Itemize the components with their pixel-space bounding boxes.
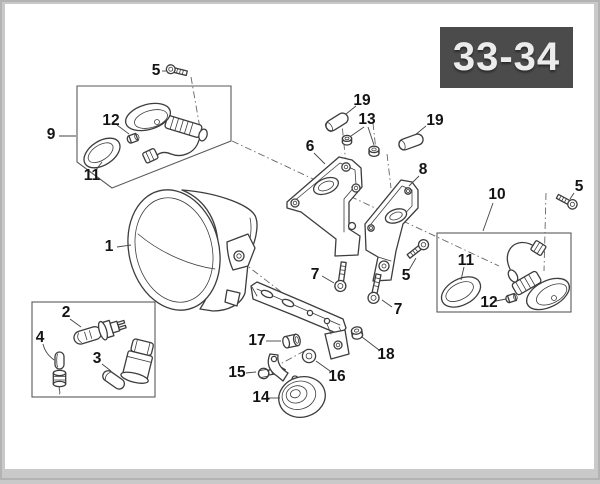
callout-16-label: 16 <box>328 368 346 385</box>
callout-2-label: 2 <box>62 304 71 321</box>
rubber-sleeve-19-left <box>324 112 349 132</box>
callout-3-label: 3 <box>93 350 102 367</box>
callout-18-label: 18 <box>377 346 395 363</box>
callout-5a-label: 5 <box>152 62 161 79</box>
callout-6-label: 6 <box>306 138 315 155</box>
callout-10-label: 10 <box>488 186 505 203</box>
bulb-holder-3 <box>102 338 154 390</box>
bulb-kit-drawing <box>52 319 154 395</box>
turn-signal-body-left <box>124 102 208 164</box>
kit-box-bulbs <box>31 301 156 398</box>
bracket-assembly-drawing <box>286 112 430 304</box>
callout-5c-label: 5 <box>575 178 584 195</box>
turn-signal-bulb-left <box>126 132 140 144</box>
screw-5-right <box>555 193 578 210</box>
callout-17-label: 17 <box>248 332 265 349</box>
callout-11a-label: 11 <box>84 167 101 184</box>
grouping-boxes <box>31 85 572 398</box>
mounting-bar-assembly-drawing <box>250 281 364 380</box>
callout-5b-label: 5 <box>402 267 411 284</box>
callout-13-label: 13 <box>358 111 376 128</box>
callout-leader-lines <box>42 70 575 399</box>
horn-drawing <box>267 353 326 418</box>
nut-13-a <box>341 134 353 146</box>
right-turn-signal-kit-drawing <box>440 193 578 311</box>
callout-15-label: 15 <box>228 364 246 381</box>
callout-9-label: 9 <box>47 126 56 143</box>
rubber-sleeve-19-right <box>398 133 424 151</box>
screw-5-top <box>165 64 188 77</box>
callout-1-label: 1 <box>105 238 114 255</box>
screw-7-right <box>367 273 382 304</box>
headlight-unit-drawing <box>127 189 258 312</box>
turn-signal-lens-left <box>83 137 121 169</box>
callout-19b-label: 19 <box>426 112 444 129</box>
callout-7a-label: 7 <box>311 266 320 283</box>
nut-13-b <box>368 145 380 158</box>
bushing-17 <box>282 333 301 349</box>
headlight-bulb-2 <box>73 319 127 345</box>
page-number-text: 33-34 <box>452 35 561 79</box>
screw-7-left <box>334 261 347 293</box>
callout-4-label: 4 <box>36 329 45 346</box>
turn-signal-lens-right <box>440 276 482 308</box>
callout-11b-label: 11 <box>458 252 475 269</box>
callout-8-label: 8 <box>419 161 428 178</box>
bracket-8 <box>364 179 419 282</box>
page-number-badge: 33-34 <box>440 27 573 88</box>
washer-16 <box>301 348 317 364</box>
callout-12a-label: 12 <box>102 112 119 129</box>
callout-19a-label: 19 <box>353 92 371 109</box>
kit-box-9 <box>76 85 232 189</box>
bracket-6 <box>286 156 363 257</box>
turn-signal-bulb-right <box>505 292 518 304</box>
park-bulb-4 <box>52 351 67 395</box>
screw-5-center <box>406 239 430 259</box>
kit-box-10 <box>436 232 572 313</box>
callout-14-label: 14 <box>252 389 270 406</box>
left-turn-signal-kit-drawing <box>83 64 208 169</box>
callout-7b-label: 7 <box>394 301 403 318</box>
nut-18 <box>350 326 364 340</box>
callout-12b-label: 12 <box>480 294 497 311</box>
